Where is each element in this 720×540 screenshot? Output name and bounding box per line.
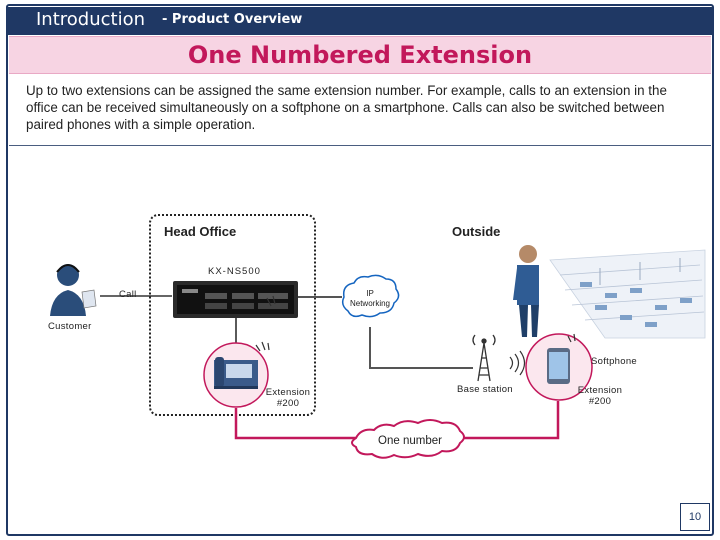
pbx-label: KX-NS500 — [208, 266, 261, 277]
header-bar — [8, 7, 712, 35]
mobile-extension-line-1: Extension — [577, 385, 623, 396]
one-number-label: One number — [378, 435, 442, 447]
city-illustration — [549, 249, 706, 339]
head-office-box — [149, 214, 316, 416]
businessman-figure — [513, 245, 539, 337]
section-title: Introduction — [36, 9, 146, 30]
ip-label-line-1: IP — [366, 289, 374, 298]
title-band — [9, 36, 711, 74]
ip-networking-cloud — [341, 274, 400, 318]
smartphone — [547, 348, 570, 384]
base-station-label: Base station — [457, 384, 513, 395]
separator-line — [9, 145, 711, 146]
desk-phone — [214, 357, 258, 389]
softphone-label: Softphone — [591, 356, 638, 367]
customer-figure — [50, 264, 97, 316]
pbx-device — [173, 281, 298, 318]
section-subtitle: - Product Overview — [162, 12, 303, 27]
mobile-extension-label: Extension #200 — [574, 385, 626, 407]
office-extension-line-1: Extension — [265, 387, 311, 398]
page-number: 10 — [680, 503, 710, 531]
customer-label: Customer — [48, 321, 92, 332]
page-title: One Numbered Extension — [187, 41, 533, 69]
base-station-tower — [472, 334, 496, 382]
head-office-label: Head Office — [164, 224, 237, 239]
office-extension-label: Extension #200 — [262, 387, 314, 409]
one-number-link — [234, 408, 356, 440]
outside-network-line — [369, 327, 473, 369]
one-number-link-right — [464, 401, 560, 440]
outside-label: Outside — [452, 224, 501, 239]
office-extension-line-2: #200 — [276, 398, 300, 409]
ip-label-line-2: Networking — [349, 299, 390, 308]
ip-networking-label: IP Networking — [343, 289, 397, 309]
mobile-extension-line-2: #200 — [588, 396, 612, 407]
one-number-cloud — [351, 419, 465, 459]
description-text: Up to two extensions can be assigned the… — [26, 83, 667, 132]
call-label: Call — [119, 289, 137, 300]
